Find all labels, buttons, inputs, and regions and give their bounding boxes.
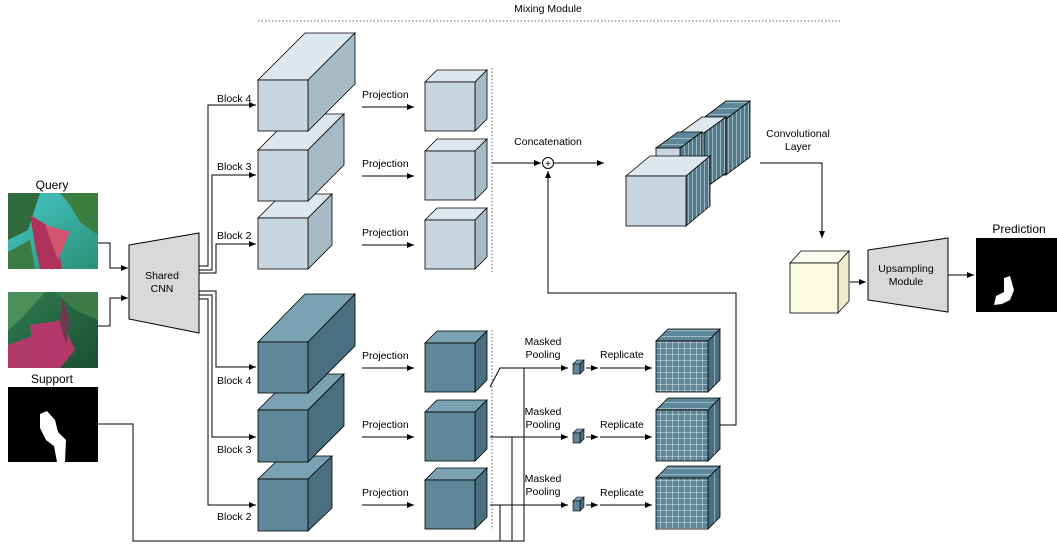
support-to-cnn-arrow bbox=[98, 295, 128, 327]
q-block3-label: Block 3 bbox=[217, 161, 252, 173]
replicate-3-label: Replicate bbox=[600, 487, 644, 499]
replicate-to-concat-line bbox=[545, 171, 737, 426]
replicated-feature-3 bbox=[655, 465, 721, 530]
projected-query-cube-1 bbox=[424, 69, 488, 132]
shared-cnn-label-line1: Shared bbox=[145, 270, 179, 282]
s-block3-label: Block 3 bbox=[217, 444, 252, 456]
support-label: Support bbox=[31, 372, 74, 386]
pooled-vector-3 bbox=[572, 496, 585, 512]
cnn-to-s-block3 bbox=[199, 294, 256, 440]
cnn-to-s-block4 bbox=[199, 290, 256, 370]
mixed-feature-volume bbox=[624, 100, 752, 227]
masked-pooling-1-label-b: Pooling bbox=[525, 349, 560, 361]
mask-routing-line bbox=[98, 368, 525, 542]
masked-pooling-2-label-b: Pooling bbox=[525, 419, 560, 431]
upsampling-label-line2: Module bbox=[889, 276, 924, 288]
q-block4-label: Block 4 bbox=[217, 93, 252, 105]
cnn-to-s-block2 bbox=[199, 298, 256, 508]
pooled-vector-1 bbox=[572, 359, 585, 375]
shared-cnn-label-line2: CNN bbox=[151, 283, 174, 295]
projected-support-cube-1 bbox=[424, 330, 488, 393]
masked-pooling-3-label-b: Pooling bbox=[525, 486, 560, 498]
query-block-4 bbox=[257, 32, 356, 132]
projection-q1-label: Projection bbox=[362, 89, 409, 101]
projected-query-cube-2 bbox=[424, 138, 488, 201]
concat-symbol: + bbox=[545, 159, 551, 170]
cnn-to-q-block2 bbox=[199, 241, 256, 274]
conv-output-cube bbox=[789, 249, 850, 315]
support-image bbox=[8, 292, 98, 368]
replicate-1-label: Replicate bbox=[600, 349, 644, 361]
replicated-feature-2 bbox=[655, 397, 721, 462]
cnn-to-q-block4 bbox=[199, 102, 256, 267]
projection-s1-label: Projection bbox=[362, 350, 409, 362]
upsampling-module bbox=[867, 237, 949, 313]
prediction-label: Prediction bbox=[992, 222, 1045, 236]
support-block-2 bbox=[257, 455, 333, 532]
q-block2-label: Block 2 bbox=[217, 230, 252, 242]
masked-pooling-2-label-a: Masked bbox=[525, 406, 562, 418]
upsampling-label-line1: Upsampling bbox=[878, 263, 934, 275]
projection-s2-label: Projection bbox=[362, 419, 409, 431]
conv-layer-label-line1: Convolutional bbox=[766, 128, 830, 140]
s-block4-label: Block 4 bbox=[217, 375, 252, 387]
pooled-vector-2 bbox=[572, 428, 585, 444]
projected-support-cube-3 bbox=[424, 467, 488, 530]
masked-pooling-1-label-a: Masked bbox=[525, 336, 562, 348]
query-block-3 bbox=[257, 113, 345, 202]
support-branch-row-2: Masked Pooling Replicate bbox=[490, 397, 721, 462]
concat-operator bbox=[542, 157, 554, 169]
query-block-2 bbox=[257, 193, 333, 270]
projection-q3-label: Projection bbox=[362, 227, 409, 239]
projected-query-cube-3 bbox=[424, 207, 488, 270]
projection-q2-label: Projection bbox=[362, 158, 409, 170]
query-to-cnn-arrow bbox=[98, 242, 128, 271]
projected-support-cube-2 bbox=[424, 399, 488, 462]
replicated-feature-1 bbox=[655, 328, 721, 393]
replicate-2-label: Replicate bbox=[600, 419, 644, 431]
query-label: Query bbox=[36, 178, 69, 192]
support-branch-row-1: Masked Pooling Replicate bbox=[489, 328, 721, 393]
support-mask bbox=[8, 387, 98, 462]
masked-pooling-3-label-a: Masked bbox=[525, 473, 562, 485]
prediction-mask bbox=[976, 238, 1057, 312]
s-block2-label: Block 2 bbox=[217, 511, 252, 523]
query-image bbox=[8, 193, 98, 269]
projection-s3-label: Projection bbox=[362, 487, 409, 499]
proj-s1-to-pool bbox=[489, 365, 568, 388]
concatenation-label: Concatenation bbox=[514, 136, 582, 148]
shared-cnn bbox=[128, 232, 200, 334]
cnn-to-q-block3 bbox=[199, 172, 256, 271]
support-branch-row-3: Masked Pooling Replicate bbox=[490, 465, 721, 530]
conv-layer-arrow bbox=[760, 162, 825, 238]
mixing-module-title: Mixing Module bbox=[514, 3, 582, 15]
support-block-4 bbox=[257, 293, 356, 394]
conv-layer-label-line2: Layer bbox=[785, 141, 812, 153]
